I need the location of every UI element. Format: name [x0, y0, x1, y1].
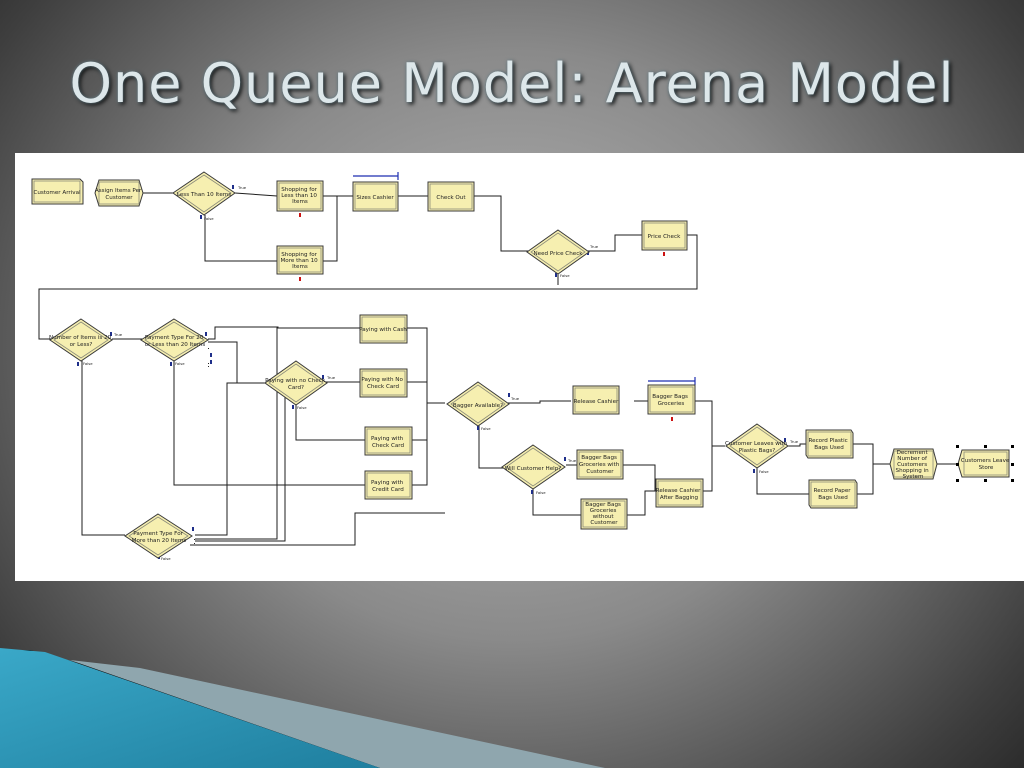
- record-plastic-bags-used[interactable]: Record Plastic Bags Used: [805, 429, 854, 459]
- process-shopping-more-than-10[interactable]: Shopping for More than 10 Items: [276, 245, 324, 275]
- decision-need-price-check[interactable]: Need Price Check: [526, 229, 590, 275]
- svg-text:Paying with Credit Card: Paying with Credit Card: [371, 480, 405, 493]
- svg-text:False: False: [83, 361, 93, 366]
- arena-model-diagram: True False True False True False False T…: [15, 153, 1024, 581]
- svg-text:Shopping for Less than 1: Shopping for Less than 10 Items: [281, 187, 319, 205]
- svg-text:Number of Items is 20 or: Number of Items is 20 or Less?: [49, 335, 113, 348]
- svg-text:Will Customer Help?: Will Customer Help?: [505, 466, 562, 472]
- svg-text:False: False: [481, 426, 491, 431]
- svg-text:True: True: [789, 439, 799, 444]
- svg-text:Bagger Available?: Bagger Available?: [453, 403, 503, 409]
- selection-handles: [956, 445, 1014, 482]
- decision-payment-type-less-20[interactable]: Payment Type For 20 or Less than 20 Item…: [140, 318, 209, 362]
- svg-text:Assign Items Per Custome: Assign Items Per Customer: [95, 188, 143, 201]
- svg-text:Payment Type For More th: Payment Type For More than 20 Items: [132, 531, 187, 544]
- decision-paying-no-check-card[interactable]: Paying with no Check Card?: [264, 360, 328, 406]
- svg-text:Paying with Cash: Paying with Cash: [359, 327, 407, 333]
- flowchart-svg: True False True False True False False T…: [31, 171, 1014, 561]
- svg-text:Bagger Bags Groceries: Bagger Bags Groceries without Customer: [585, 502, 622, 526]
- process-sizes-cashier[interactable]: Sizes Cashier: [352, 181, 399, 212]
- module-assign-items[interactable]: Assign Items Per Customer: [94, 179, 144, 207]
- svg-text:True: True: [326, 375, 336, 380]
- svg-text:Release Cashier: Release Cashier: [574, 399, 619, 405]
- process-check-out[interactable]: Check Out: [427, 181, 475, 212]
- process-bagger-without-customer[interactable]: Bagger Bags Groceries without Customer: [580, 498, 628, 530]
- process-paying-with-cash[interactable]: Paying with Cash: [359, 314, 408, 344]
- svg-text:Check Out: Check Out: [436, 195, 466, 201]
- decision-items-20-or-less[interactable]: Number of Items is 20 or Less?: [49, 318, 113, 362]
- svg-text:Less Than 10 Items: Less Than 10 Items: [177, 192, 231, 198]
- svg-text:Customers Leave Store: Customers Leave Store: [961, 458, 1011, 471]
- process-price-check[interactable]: Price Check: [641, 220, 688, 251]
- svg-text:Paying with No Check Car: Paying with No Check Card: [361, 377, 404, 390]
- process-paying-credit-card[interactable]: Paying with Credit Card: [364, 470, 413, 500]
- svg-text:Customer Leaves with Pla: Customer Leaves with Plastic Bags?: [725, 441, 789, 454]
- svg-text:True: True: [510, 396, 520, 401]
- svg-text:True: True: [589, 244, 599, 249]
- svg-text:Sizes Cashier: Sizes Cashier: [356, 195, 394, 201]
- svg-text:False: False: [204, 216, 214, 221]
- svg-text:False: False: [161, 556, 171, 561]
- svg-text:False: False: [759, 469, 769, 474]
- decision-less-than-10-items[interactable]: Less Than 10 Items: [172, 171, 236, 216]
- process-release-after-bagging[interactable]: Release Cashier After Bagging: [655, 478, 704, 508]
- process-release-cashier[interactable]: Release Cashier: [572, 385, 620, 415]
- process-bagger-bags-groceries[interactable]: Bagger Bags Groceries: [647, 384, 696, 415]
- decision-bagger-available[interactable]: Bagger Available?: [446, 381, 510, 427]
- svg-text:Release Cashier After Ba: Release Cashier After Bagging: [656, 488, 703, 501]
- svg-text:True: True: [237, 185, 247, 190]
- svg-text:Shopping for More than 1: Shopping for More than 10 Items: [280, 252, 319, 270]
- svg-text:Need Price Check: Need Price Check: [533, 251, 583, 257]
- svg-text:Bagger Bags Groceries: Bagger Bags Groceries: [652, 394, 689, 407]
- svg-text:Price Check: Price Check: [648, 234, 681, 240]
- svg-text:Bagger Bags Groceries wi: Bagger Bags Groceries with Customer: [579, 455, 621, 475]
- decision-will-customer-help[interactable]: Will Customer Help?: [501, 444, 566, 490]
- decision-payment-type-more-20[interactable]: Payment Type For More than 20 Items: [124, 513, 193, 559]
- svg-text:Customer Arrival: Customer Arrival: [33, 190, 81, 196]
- connector-dots: [194, 348, 209, 544]
- record-paper-bags-used[interactable]: Record Paper Bags Used: [808, 479, 858, 509]
- svg-text:Paying with no Check Car: Paying with no Check Card?: [265, 378, 327, 391]
- slide-title: One Queue Model: Arena Model: [69, 52, 955, 115]
- svg-text:Record Plastic Bags Used: Record Plastic Bags Used: [809, 438, 850, 451]
- process-paying-check-card[interactable]: Paying with Check Card: [364, 426, 413, 456]
- branch-labels: True False True False True False False T…: [83, 185, 799, 561]
- svg-text:False: False: [297, 405, 307, 410]
- svg-text:False: False: [536, 490, 546, 495]
- svg-text:False: False: [560, 273, 570, 278]
- dispose-customers-leave-store[interactable]: Customers Leave Store: [956, 445, 1014, 482]
- module-customer-arrival[interactable]: Customer Arrival: [31, 178, 84, 205]
- assign-decrement-customers[interactable]: Decrement Number of Customers Shopping i…: [889, 448, 938, 480]
- svg-text:Record Paper Bags Used: Record Paper Bags Used: [814, 488, 853, 501]
- svg-text:Decrement Number of: Decrement Number of Customers Shopping i…: [896, 450, 931, 480]
- decision-plastic-bags[interactable]: Customer Leaves with Plastic Bags?: [725, 423, 789, 469]
- svg-text:True: True: [567, 458, 577, 463]
- svg-text:False: False: [175, 361, 185, 366]
- svg-text:True: True: [113, 332, 123, 337]
- process-shopping-less-than-10[interactable]: Shopping for Less than 10 Items: [276, 180, 324, 212]
- svg-text:Payment Type For 20 or L: Payment Type For 20 or Less than 20 Item…: [145, 335, 206, 348]
- svg-text:Paying with Check Card: Paying with Check Card: [371, 436, 405, 449]
- process-bagger-with-customer[interactable]: Bagger Bags Groceries with Customer: [576, 449, 624, 480]
- process-paying-no-check-card[interactable]: Paying with No Check Card: [359, 368, 408, 398]
